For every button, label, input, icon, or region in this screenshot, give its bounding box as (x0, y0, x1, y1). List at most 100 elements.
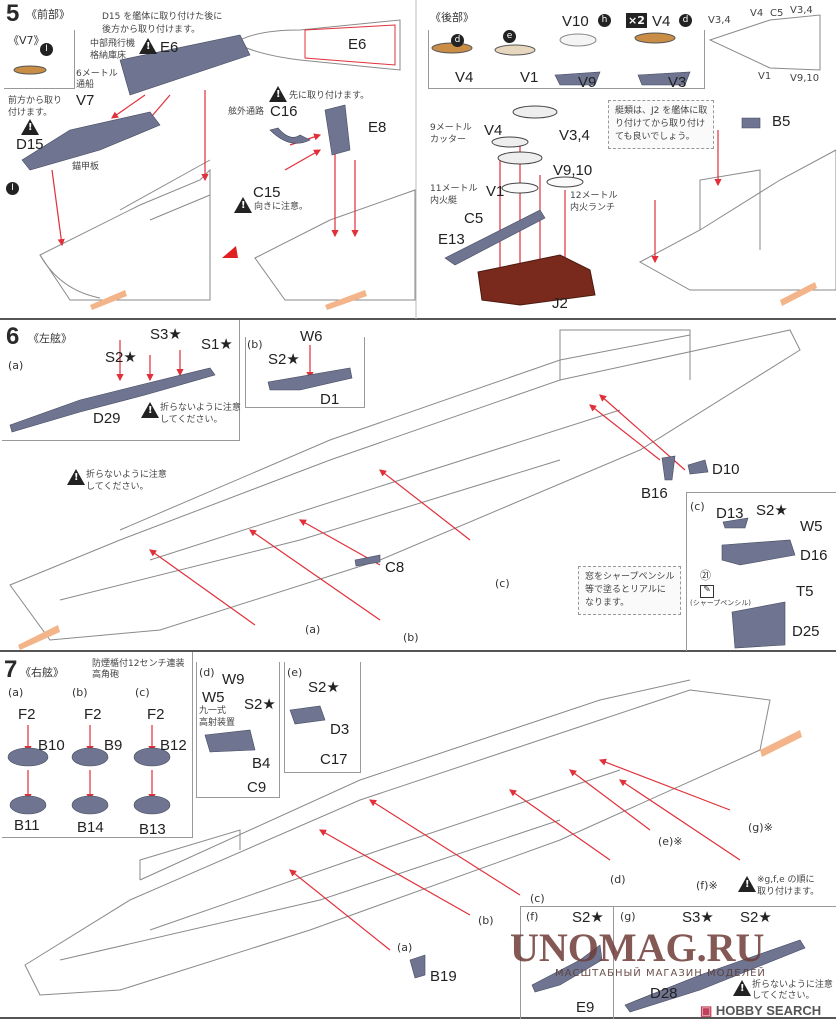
part-label: D3 (330, 721, 350, 738)
part-e6 (119, 34, 251, 96)
part-label: C5 (464, 210, 484, 227)
part-caption: 九一式 (199, 706, 227, 716)
source-logo: ▣ HOBBY SEARCH (700, 1004, 821, 1017)
note-text: D15 を艦体に取り付けた後に (102, 12, 223, 22)
part-d28 (624, 939, 806, 1013)
part-label: W5 (202, 689, 225, 706)
part-label: V10 (562, 13, 589, 30)
subassembly-ref: (g)※ (748, 821, 773, 834)
part-label: S2★ (308, 679, 340, 696)
warning-icon (234, 197, 252, 213)
subassembly-ref: (b) (403, 631, 419, 644)
subassembly-ref: (e)※ (658, 835, 683, 848)
section-title: 《後部》 (430, 11, 474, 24)
part-label: V9,10 (553, 162, 593, 179)
part-caption: 通船 (76, 80, 95, 90)
part-label: V3 (668, 74, 687, 91)
warning-icon (21, 119, 39, 135)
part-v9 (554, 71, 601, 86)
part-caption: 11メートル (430, 184, 478, 194)
paint-badge: d (451, 34, 464, 47)
part-label: T5 (796, 583, 814, 600)
hull-bow-front (39, 168, 211, 301)
part-label: E13 (438, 231, 465, 248)
part-b16 (661, 455, 676, 481)
note-text: 付けます。 (8, 108, 53, 118)
watermark-logo: UNOMAG.RU (510, 925, 765, 970)
part-label: B12 (160, 737, 187, 754)
note-text: 向きに注意。 (254, 202, 309, 212)
step7-d-box (196, 662, 280, 798)
paint-badge: I (6, 182, 19, 195)
next-arrow (222, 246, 238, 258)
part-label: S2★ (105, 349, 137, 366)
part-label: F2 (147, 706, 165, 723)
part-caption: 中部飛行機 (90, 39, 136, 49)
part-v3 (637, 71, 691, 86)
part-label: F2 (18, 706, 36, 723)
part-b13 (133, 795, 171, 815)
step-number: 7 (4, 656, 18, 683)
part-label: V1 (520, 69, 539, 86)
step7-e-box (284, 662, 361, 773)
part-e9 (531, 944, 603, 993)
part-b12 (133, 747, 171, 767)
subassembly-tag: 《V7》 (8, 34, 45, 47)
note-line: 等で塗るとリアルに (585, 585, 666, 595)
part-caption: 9メートル (430, 123, 472, 133)
part-label: C5 (770, 8, 784, 19)
step6-b-box (245, 337, 365, 408)
part-label: B16 (641, 485, 668, 502)
subassembly-ref: (c) (530, 892, 545, 905)
v7-box (4, 30, 75, 89)
part-label: C15 (253, 184, 281, 201)
part-c8 (354, 554, 381, 567)
watermark-tagline: МАСШТАБНЫЙ МАГАЗИН МОДЕЛЕЙ (555, 968, 766, 979)
step7-g-box (613, 906, 836, 1019)
part-caption: 高射装置 (199, 718, 236, 728)
part-caption: 錨甲板 (72, 162, 100, 172)
part-d1 (267, 367, 353, 391)
note-text: 後方から取り付けます。 (102, 25, 201, 35)
subassembly-tag: (a) (8, 359, 24, 372)
part-label: W5 (800, 518, 823, 535)
part-label: E6 (348, 36, 367, 53)
note-line: ても良いでしょう。 (615, 132, 695, 142)
subassembly-tag: (c) (135, 686, 150, 699)
part-label: B11 (14, 817, 40, 834)
subassembly-tag: (d) (199, 666, 215, 679)
part-label: V4 (455, 69, 474, 86)
part-label: W6 (300, 328, 323, 345)
note-text: 折らないように注意 (160, 403, 241, 413)
part-label: J2 (552, 295, 568, 312)
part-label: V1 (486, 183, 505, 200)
part-d3 (289, 705, 326, 725)
subassembly-tag: (c) (690, 500, 705, 513)
rear-boats-box (428, 30, 705, 89)
part-c16 (269, 127, 311, 144)
subassembly-ref: (c) (495, 577, 510, 590)
part-e8 (324, 104, 351, 156)
part-label: V3,4 (708, 15, 731, 26)
part-j2 (477, 254, 596, 306)
part-caption: 格納庫床 (90, 51, 127, 61)
part-d10 (687, 459, 709, 475)
note-text: 折らないように注意 (752, 980, 833, 990)
quantity-badge: ×2 (626, 13, 647, 28)
part-d15 (21, 111, 161, 171)
part-b5 (741, 117, 761, 129)
part-label: D25 (792, 623, 820, 640)
note-text: 前方から取り (8, 96, 63, 106)
paint-badge: I (40, 43, 53, 56)
part-label: V1 (758, 71, 772, 82)
note-text: してください。 (752, 991, 815, 1001)
part-caption: 6メートル (76, 69, 118, 79)
subassembly-tag: (b) (247, 338, 263, 351)
part-label: D13 (716, 505, 744, 522)
note-line: なります。 (585, 598, 630, 608)
part-label: V4 (484, 122, 503, 139)
step-number: 5 (6, 0, 20, 27)
part-label: B4 (252, 755, 271, 772)
note-text: 折らないように注意 (86, 470, 167, 480)
